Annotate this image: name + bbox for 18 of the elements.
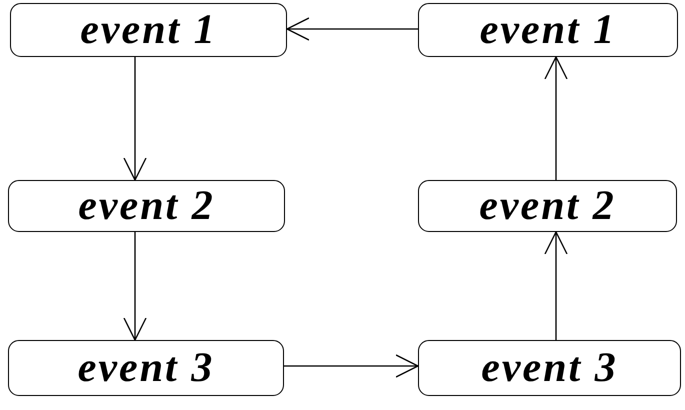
event-label: event 1 — [80, 9, 217, 51]
event-label: event 3 — [78, 347, 214, 389]
event-box — [8, 340, 284, 396]
arrow — [544, 231, 568, 340]
event-box — [418, 180, 677, 232]
event-box — [418, 340, 681, 396]
arrow — [123, 232, 147, 341]
event-label: event 1 — [480, 9, 616, 51]
event-box — [8, 180, 285, 232]
event-box — [10, 3, 287, 57]
event-label: event 2 — [78, 185, 215, 227]
arrow — [123, 57, 147, 181]
event-box — [418, 3, 678, 57]
event-label: event 3 — [481, 347, 618, 389]
arrow — [286, 17, 418, 41]
arrow — [284, 354, 419, 378]
arrow — [544, 56, 568, 180]
event-label: event 2 — [479, 185, 616, 227]
